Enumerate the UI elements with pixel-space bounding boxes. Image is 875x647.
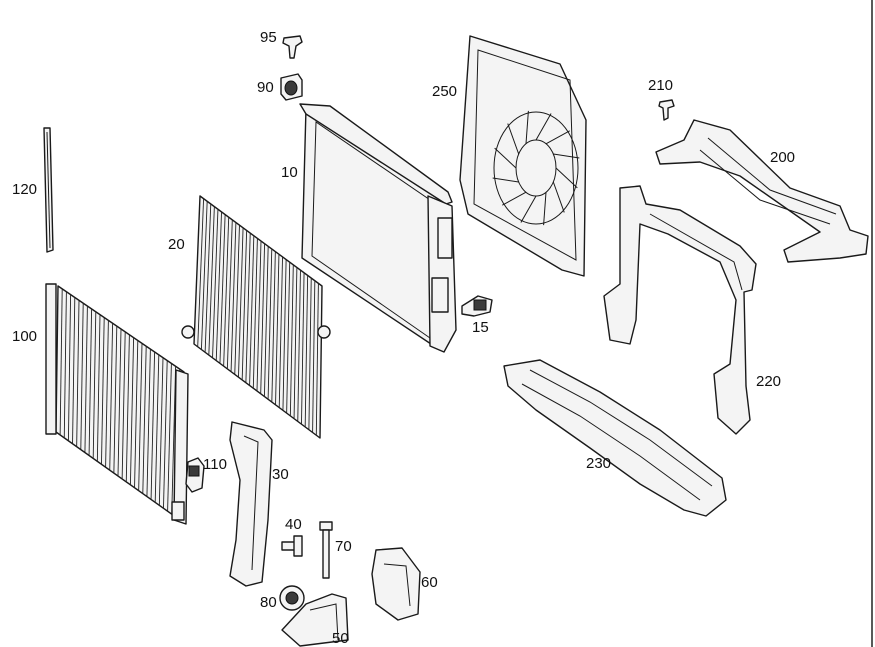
part-90-grommet bbox=[280, 73, 303, 101]
label-15: 15 bbox=[472, 319, 489, 336]
cooler-fins bbox=[197, 198, 319, 436]
part-80-cap bbox=[279, 585, 305, 611]
label-200: 200 bbox=[770, 149, 795, 166]
label-20: 20 bbox=[168, 236, 185, 253]
label-250: 250 bbox=[432, 83, 457, 100]
label-30: 30 bbox=[272, 466, 289, 483]
part-200-upper-air-guide bbox=[655, 119, 869, 263]
part-40-bolt bbox=[281, 535, 303, 557]
part-10-radiator bbox=[299, 103, 457, 353]
part-120-seal-strip bbox=[43, 127, 54, 253]
part-20-charge-air-cooler bbox=[181, 195, 331, 439]
label-100: 100 bbox=[12, 328, 37, 345]
part-110-sensor bbox=[185, 457, 205, 493]
part-230-lower-air-guide bbox=[503, 359, 727, 517]
label-120: 120 bbox=[12, 181, 37, 198]
part-15-sensor bbox=[461, 295, 493, 317]
label-230: 230 bbox=[586, 455, 611, 472]
part-60-bracket bbox=[371, 547, 421, 621]
label-70: 70 bbox=[335, 538, 352, 555]
part-220-side-air-duct bbox=[603, 185, 757, 435]
label-80: 80 bbox=[260, 594, 277, 611]
part-30-bracket bbox=[229, 421, 273, 587]
callout-labels: 95 90 250 210 200 10 120 20 100 15 220 2… bbox=[12, 29, 795, 647]
part-50-support bbox=[281, 593, 349, 647]
part-250-fan-shroud bbox=[459, 35, 587, 277]
label-220: 220 bbox=[756, 373, 781, 390]
fan-shroud-spokes bbox=[492, 110, 580, 226]
label-210: 210 bbox=[648, 77, 673, 94]
label-40: 40 bbox=[285, 516, 302, 533]
label-50: 50 bbox=[332, 630, 349, 647]
part-100-condenser bbox=[45, 283, 189, 525]
condenser-fins bbox=[59, 288, 181, 518]
label-60: 60 bbox=[421, 574, 438, 591]
part-95-clip bbox=[282, 35, 303, 59]
label-95: 95 bbox=[260, 29, 277, 46]
part-210-clip bbox=[658, 99, 675, 121]
label-10: 10 bbox=[281, 164, 298, 181]
label-90: 90 bbox=[257, 79, 274, 96]
part-70-long-bolt bbox=[319, 521, 333, 579]
label-110: 110 bbox=[203, 456, 227, 473]
